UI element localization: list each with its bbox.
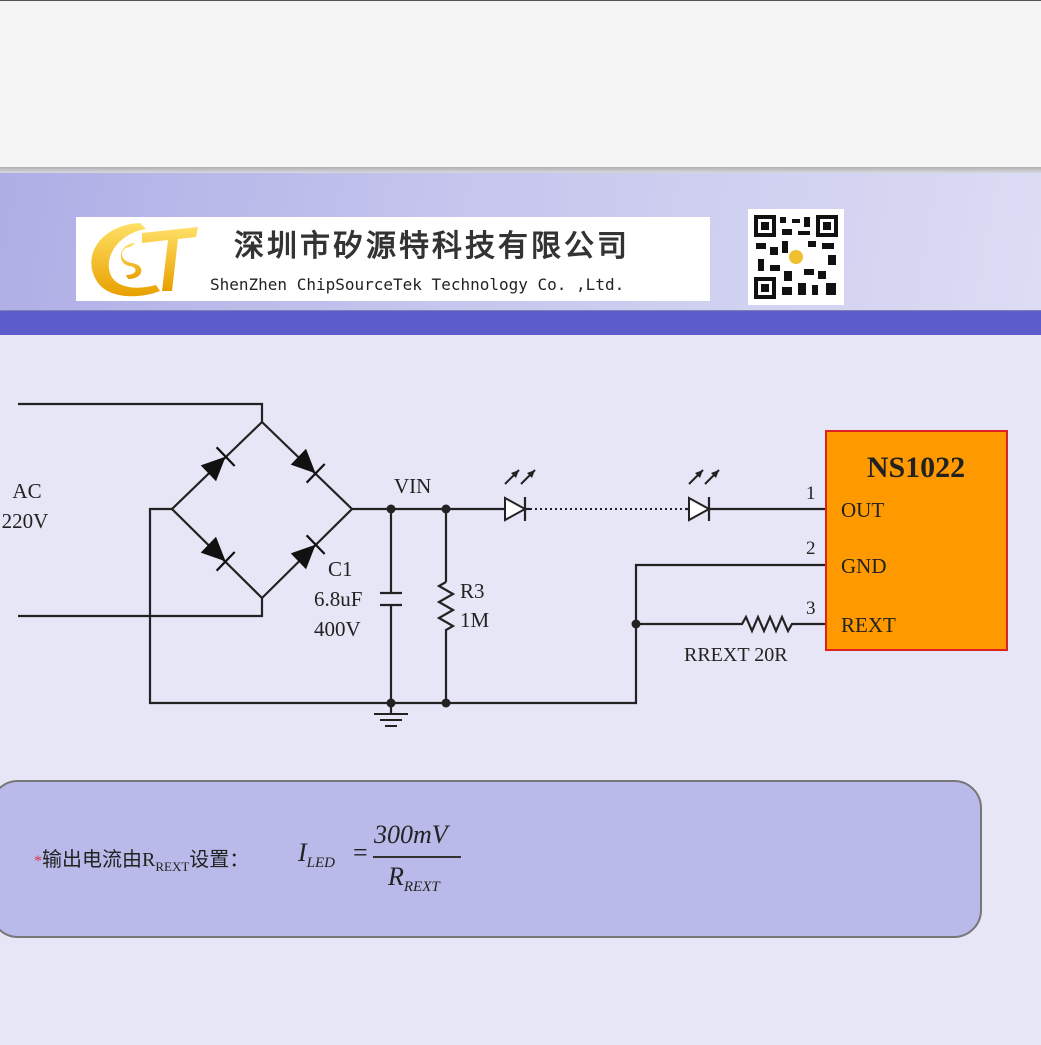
cst-logo-icon: [91, 223, 198, 297]
ground-icon: [374, 713, 408, 727]
company-logo-banner: 深圳市矽源特科技有限公司 ShenZhen ChipSourceTek Tech…: [76, 217, 710, 301]
company-name-en: ShenZhen ChipSourceTek Technology Co. ,L…: [210, 275, 625, 294]
denominator-symbol: R: [388, 862, 404, 891]
c1-label: C1: [328, 557, 353, 581]
r3-value: 1M: [460, 608, 490, 632]
diode-icon: [290, 448, 326, 484]
desc-prefix: 输出电流由R: [42, 849, 156, 871]
formula-lhs: ILED: [298, 838, 335, 872]
formula-numerator: 300mV: [374, 820, 448, 849]
formula-equals: =: [353, 838, 368, 867]
ac-label: AC: [12, 479, 41, 503]
c1-value: 6.8uF: [314, 587, 362, 611]
lhs-sub: LED: [306, 855, 336, 872]
bullet-star: *: [34, 853, 42, 870]
desc-suffix: 设置：: [189, 849, 250, 871]
divider: [0, 167, 1041, 173]
viewer-top-area: [0, 0, 1041, 168]
lhs-symbol: I: [298, 838, 307, 867]
pin-name-rext: REXT: [841, 613, 896, 637]
pin-num-1: 1: [806, 483, 816, 504]
pin-num-2: 2: [806, 538, 816, 559]
formula-description: *输出电流由RREXT设置：: [34, 843, 249, 875]
c1-voltage: 400V: [314, 617, 361, 641]
led-icon: [688, 469, 720, 522]
header-band: [0, 310, 1041, 335]
wires: [18, 402, 826, 713]
vin-label: VIN: [394, 474, 431, 498]
diode-icon: [200, 536, 236, 572]
capacitor-c1: [380, 591, 402, 607]
r3-label: R3: [460, 579, 485, 603]
pin-num-3: 3: [806, 598, 816, 619]
desc-sub: REXT: [155, 859, 190, 874]
chip-ns1022: [825, 430, 1008, 651]
diode-icon: [290, 534, 326, 570]
led-icon: [504, 469, 536, 522]
chip-name: NS1022: [867, 451, 965, 484]
formula-box: [0, 780, 982, 938]
junction-dots: [386, 504, 641, 708]
pin-name-out: OUT: [841, 498, 884, 522]
fraction-bar: [373, 856, 461, 858]
bridge-diodes: [200, 446, 326, 572]
denominator-sub: REXT: [403, 879, 440, 896]
diode-icon: [200, 446, 236, 482]
ac-voltage: 220V: [2, 509, 49, 533]
qr-code-icon: [748, 209, 844, 305]
pin-name-gnd: GND: [841, 554, 887, 578]
rext-label: RREXT 20R: [684, 644, 788, 666]
formula-denominator: RREXT: [388, 862, 440, 896]
company-name-cn: 深圳市矽源特科技有限公司: [234, 229, 630, 264]
